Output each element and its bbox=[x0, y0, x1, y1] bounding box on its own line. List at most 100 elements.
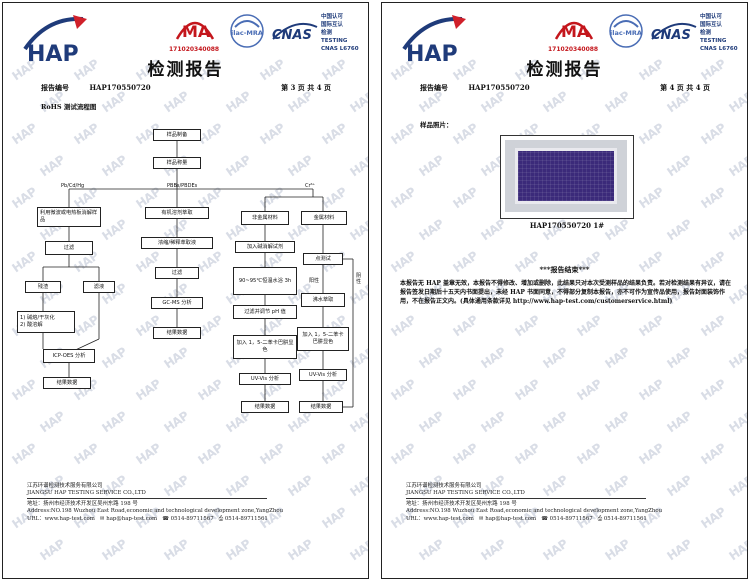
watermark-logo: HAP bbox=[636, 184, 667, 212]
footer-contact: URL：www.hap-test.com ✉ hap@hap-test.com … bbox=[27, 516, 347, 523]
sample-photo bbox=[500, 135, 634, 219]
flow-metal: 金属材料 bbox=[301, 211, 347, 225]
section-title: 样品照片： bbox=[420, 121, 453, 129]
cnas-logo: CNAS bbox=[271, 17, 319, 47]
watermark-logo: HAP bbox=[512, 376, 543, 404]
footer-email: hap@hap-test.com bbox=[485, 515, 537, 522]
watermark-logo: HAP bbox=[416, 408, 447, 436]
watermark-logo: HAP bbox=[416, 344, 447, 372]
flow-branch-pbb: PBBs/PBDEs bbox=[167, 183, 198, 189]
flow-sample-weigh: 样品称量 bbox=[153, 157, 201, 169]
footer-address-en: Address:NO.198 Wuzhou East Road,economic… bbox=[406, 508, 663, 515]
report-no: HAP170550720 bbox=[89, 83, 151, 92]
sample-filter-image bbox=[515, 148, 617, 204]
flow-positive-label: 阳性 bbox=[309, 278, 320, 284]
watermark-logo: HAP bbox=[416, 152, 447, 180]
report-statement: 本报告无 HAP 盖章无效，本报告不得修改、增加或删除，此结果只对本次受测样品的… bbox=[400, 280, 732, 305]
phone-icon: ☎ bbox=[541, 515, 548, 522]
watermark-logo: HAP bbox=[388, 376, 419, 404]
hap-logo: HAP bbox=[396, 11, 480, 67]
flow-heat-bath: 90~95℃恒温水浴 3h bbox=[233, 267, 297, 295]
watermark-logo: HAP bbox=[698, 312, 729, 340]
report-title: 检测报告 bbox=[526, 60, 603, 80]
flow-concentrate: 浓缩/稀释萃取液 bbox=[141, 237, 213, 249]
watermark-logo: HAP bbox=[664, 152, 695, 180]
footer-phone: 0514-89711567 bbox=[549, 515, 593, 522]
flow-result-2: 结果数据 bbox=[153, 327, 201, 339]
watermark-logo: HAP bbox=[636, 376, 667, 404]
flow-nonmetal: 非金属材料 bbox=[241, 211, 289, 225]
report-meta: 报告编号 HAP170550720 第 4 页 共 4 页 bbox=[420, 83, 710, 93]
watermark-logo: HAP bbox=[388, 312, 419, 340]
watermark-logo: HAP bbox=[698, 120, 729, 148]
watermark-logo: HAP bbox=[726, 408, 748, 436]
watermark-logo: HAP bbox=[726, 536, 748, 564]
flow-residue-treatment: 1) 碱熔/干灰化 2) 酸溶解 bbox=[17, 311, 75, 333]
flow-add-dpc-2: 加入 1，5-二苯卡巴肼显色 bbox=[297, 327, 349, 351]
page-footer: 江苏环谱检测技术服务有限公司 JIANGSU HAP TESTING SERVI… bbox=[27, 483, 347, 523]
footer-divider bbox=[27, 497, 267, 499]
watermark-logo: HAP bbox=[540, 344, 571, 372]
svg-text:ilac-MRA: ilac-MRA bbox=[231, 29, 263, 37]
footer-company-en: JIANGSU HAP TESTING SERVICE CO.,LTD bbox=[27, 490, 146, 497]
watermark-logo: HAP bbox=[388, 120, 419, 148]
watermark-logo: HAP bbox=[726, 344, 748, 372]
page-info: 第 3 页 共 4 页 bbox=[281, 83, 331, 92]
flow-organic-extract: 有机溶剂萃取 bbox=[145, 207, 209, 219]
watermark-logo: HAP bbox=[602, 536, 633, 564]
watermark-logo: HAP bbox=[574, 440, 605, 468]
watermark-logo: HAP bbox=[664, 408, 695, 436]
watermark-logo: HAP bbox=[478, 536, 509, 564]
watermark-logo: HAP bbox=[450, 312, 481, 340]
flow-negative-label: 阴性 bbox=[356, 273, 362, 285]
fax-icon: ⎙ bbox=[597, 515, 603, 522]
watermark-logo: HAP bbox=[574, 312, 605, 340]
svg-text:ilac-MRA: ilac-MRA bbox=[610, 29, 642, 37]
flow-add-dpc-1: 加入 1，5-二苯卡巴肼显色 bbox=[233, 335, 297, 359]
footer-phone: 0514-89711567 bbox=[170, 515, 214, 522]
svg-text:HAP: HAP bbox=[406, 42, 458, 67]
report-end-mark: ***报告结束*** bbox=[539, 265, 590, 274]
footer-email: hap@hap-test.com bbox=[106, 515, 158, 522]
watermark-logo: HAP bbox=[574, 376, 605, 404]
cma-number: 171020340088 bbox=[169, 46, 220, 53]
svg-text:CNAS: CNAS bbox=[272, 28, 312, 43]
report-title: 检测报告 bbox=[147, 60, 224, 80]
watermark-logo: HAP bbox=[540, 536, 571, 564]
watermark-logo: HAP bbox=[726, 216, 748, 244]
report-no-label: 报告编号 bbox=[420, 83, 448, 92]
flow-result-3: 结果数据 bbox=[241, 401, 289, 413]
watermark-logo: HAP bbox=[664, 536, 695, 564]
flow-result-4: 结果数据 bbox=[299, 401, 343, 413]
footer-address-cn: 地址：扬州市经济技术开发区吴州东路 198 号 bbox=[27, 500, 138, 507]
ilac-mra-logo: ilac-MRA bbox=[227, 11, 267, 51]
svg-text:CNAS: CNAS bbox=[651, 28, 691, 43]
flow-adjust-ph: 过滤并调节 pH 值 bbox=[233, 305, 297, 319]
watermark-logo: HAP bbox=[388, 184, 419, 212]
flow-branch-pb: Pb/Cd/Hg bbox=[61, 183, 85, 189]
flow-filter-1: 过滤 bbox=[45, 241, 93, 255]
watermark-logo: HAP bbox=[636, 120, 667, 148]
footer-divider bbox=[406, 497, 646, 499]
cnas-label: 中国认可 国际互认 检测 TESTING CNAS L6760 bbox=[321, 14, 359, 52]
header-logos: HAP MA 171020340088 ilac-MRA CNAS 中国认可 国… bbox=[3, 9, 368, 71]
email-icon: ✉ bbox=[478, 515, 484, 522]
footer-company-en: JIANGSU HAP TESTING SERVICE CO.,LTD bbox=[406, 490, 525, 497]
cnas-label: 中国认可 国际互认 检测 TESTING CNAS L6760 bbox=[700, 14, 738, 52]
photo-background bbox=[505, 140, 627, 212]
page-footer: 江苏环谱检测技术服务有限公司 JIANGSU HAP TESTING SERVI… bbox=[406, 483, 726, 523]
watermark-logo: HAP bbox=[450, 184, 481, 212]
flow-gcms-analysis: GC-MS 分析 bbox=[151, 297, 203, 309]
footer-company-cn: 江苏环谱检测技术服务有限公司 bbox=[27, 483, 103, 489]
cma-number: 171020340088 bbox=[548, 46, 599, 53]
watermark-logo: HAP bbox=[450, 120, 481, 148]
email-icon: ✉ bbox=[99, 515, 105, 522]
flow-microwave: 利用微波或电热板消解样品 bbox=[37, 207, 101, 227]
report-no: HAP170550720 bbox=[468, 83, 530, 92]
section-title: RoHS 测试流程图 bbox=[41, 103, 97, 111]
phone-icon: ☎ bbox=[162, 515, 169, 522]
watermark-logo: HAP bbox=[478, 344, 509, 372]
fax-icon: ⎙ bbox=[218, 515, 224, 522]
